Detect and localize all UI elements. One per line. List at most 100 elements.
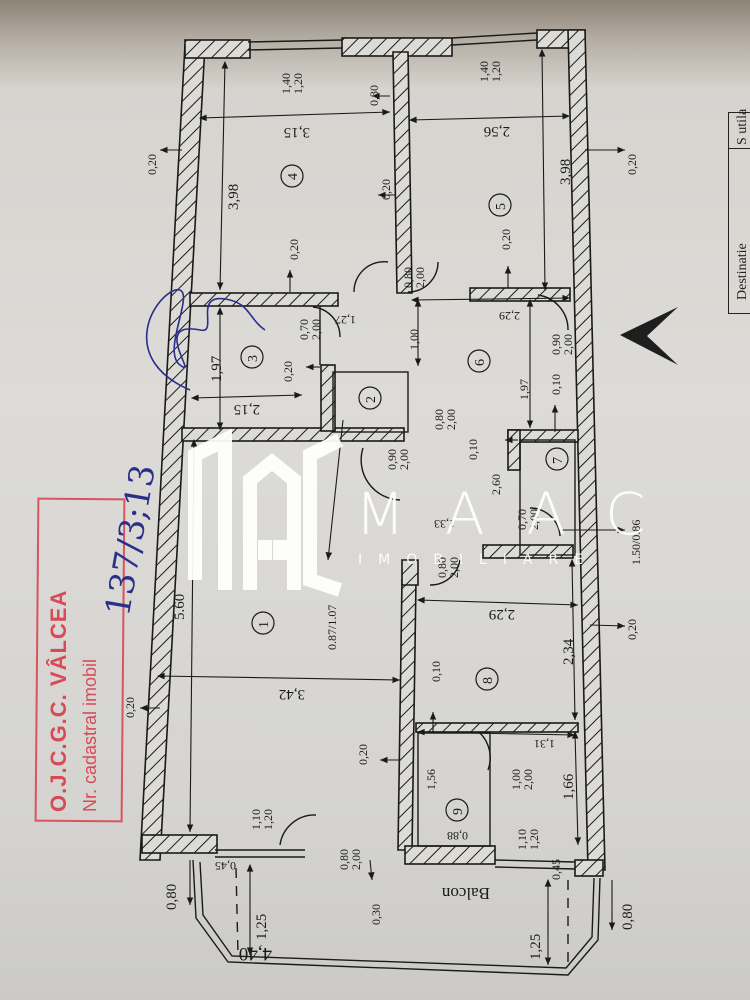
balcony-length: 4,40 <box>239 943 272 964</box>
wall-outer-right <box>567 29 606 871</box>
room2-door-h: 2,00 <box>444 409 458 430</box>
room4-width: 3,15 <box>284 124 310 140</box>
room8-wall-dim: 0,10 <box>429 661 443 682</box>
room4-window-w: 1,40 <box>279 73 293 94</box>
room5-window-w: 1,40 <box>477 61 491 82</box>
balcony-wall-dim: 0,30 <box>369 904 383 925</box>
balcony-label: Balcon <box>441 884 490 903</box>
room1-window-h: 1,20 <box>261 809 275 830</box>
room5-bottom-dim: 0,20 <box>499 229 513 250</box>
right-wall-mid-dim: 1.50/0.86 <box>629 520 643 565</box>
room9-number: 9 <box>451 808 466 815</box>
right-wall-top-dim: 0,20 <box>625 154 639 175</box>
room5-number: 5 <box>494 203 509 210</box>
table-header-area: S utila <box>735 108 750 145</box>
room3-length: 1,97 <box>209 355 225 382</box>
room6-width: 2,29 <box>499 309 520 323</box>
wall-bottom-right <box>574 859 604 877</box>
room5-width: 2,56 <box>483 123 510 139</box>
room8-width: 2,29 <box>489 606 515 622</box>
hall-dim-5: 0,10 <box>549 374 563 395</box>
room8-window-h: 1,20 <box>527 829 541 850</box>
stamp-office-name: O.J.C.G.C. VÂLCEA <box>46 589 71 812</box>
room2-number: 2 <box>364 396 379 403</box>
room6-number: 6 <box>473 359 488 366</box>
room3-width: 2,15 <box>234 401 260 417</box>
room4-door-w: 0,80 <box>401 267 415 288</box>
north-arrow-icon <box>620 307 678 365</box>
room1-window-w: 1,10 <box>249 809 263 830</box>
wall-room8-top <box>401 559 419 586</box>
wall-below-room3 <box>181 427 405 442</box>
room8-door-h: 2,00 <box>447 557 461 578</box>
wall-top-room4 <box>184 39 251 59</box>
room8-length: 2,34 <box>561 638 577 665</box>
room9-side-dim: 1,66 <box>561 773 577 800</box>
room8-door-w: 0,80 <box>435 557 449 578</box>
room5-window-h: 1,20 <box>489 61 503 82</box>
room1-wall-dim: 0,20 <box>356 744 370 765</box>
room4-window-h: 1,20 <box>291 73 305 94</box>
room1-diag-dim: 0.87/1.07 <box>325 605 339 650</box>
room7-door-h: 2,00 <box>527 509 541 530</box>
right-wall-bottom-dim: 0,20 <box>625 619 639 640</box>
room4-length: 3,98 <box>226 184 242 210</box>
hall-dim-1: 1,27 <box>335 313 356 327</box>
inner-wall-dim: 0,20 <box>379 179 393 200</box>
room1-width: 3,42 <box>279 686 305 702</box>
room1-outer-wall-dim: 0,20 <box>123 697 137 718</box>
balcony-depth-right: 1,25 <box>528 934 544 960</box>
outer-wall-dim: 0,20 <box>145 154 159 175</box>
entrance-door-w: 0,90 <box>549 334 563 355</box>
dimension-lines <box>140 48 626 965</box>
area-table-edge <box>728 112 750 314</box>
room7-door-w: 0,70 <box>515 509 529 530</box>
balcony-rail-right: 0,80 <box>620 904 636 930</box>
hall-dim-4: 2,60 <box>489 474 503 495</box>
hall-dim-6: 0,10 <box>466 439 480 460</box>
wall-room7-left <box>507 429 521 471</box>
wall-room2-left <box>320 364 336 432</box>
wall-room9-top <box>415 722 579 733</box>
room1-door-w: 0,90 <box>385 449 399 470</box>
room4-bottom-dim: 0,20 <box>287 239 301 260</box>
balcony-offset-right: 0,45 <box>549 859 563 880</box>
balcony-door-w: 0,80 <box>337 849 351 870</box>
balcony-depth-left: 1,25 <box>254 914 270 940</box>
wall-room1-room8 <box>397 579 417 851</box>
room4-door-h: 2,00 <box>413 267 427 288</box>
room3-door-h: 2,00 <box>309 319 323 340</box>
wall-bottom-mid <box>404 845 496 865</box>
wall-room4-room5 <box>392 51 413 294</box>
room3-door-w: 0,70 <box>297 319 311 340</box>
watermark-letters: MAAC <box>355 480 686 548</box>
room8-number: 8 <box>481 677 496 684</box>
table-header-destination: Destinatie <box>735 243 750 300</box>
room4-number: 4 <box>286 173 301 180</box>
balcony-rail-left: 0,80 <box>164 884 180 910</box>
room4-wall-dim: 0,30 <box>367 85 381 106</box>
dimension-labels: 3,98 3,15 4 2,56 3,98 5 1,40 1,20 1,40 1… <box>123 61 643 964</box>
stamp-cadastral-label: Nr. cadastral imobil <box>80 658 100 812</box>
wall-below-room4 <box>189 292 339 307</box>
room7-number: 7 <box>551 457 566 464</box>
room5-length: 3,98 <box>558 159 574 185</box>
hall-dim-2: 1,00 <box>407 329 421 350</box>
wall-bottom-left <box>141 834 218 854</box>
room3-number: 3 <box>246 355 261 362</box>
room3-wall-dim: 0,20 <box>281 361 295 382</box>
room8-window-w: 1,10 <box>515 829 529 850</box>
room6-length: 1,97 <box>517 379 531 400</box>
room9-door-w: 1,00 <box>509 769 523 790</box>
hall-dim-3: 1,33 <box>434 517 455 531</box>
entrance-door-h: 2,00 <box>561 334 575 355</box>
balcony-door-h: 2,00 <box>349 849 363 870</box>
corridor-dim: 1,31 <box>534 737 555 751</box>
room9-width: 0,88 <box>447 829 468 843</box>
room1-number: 1 <box>257 621 272 628</box>
balcony-offset-left: 0,45 <box>215 859 236 873</box>
room1-length: 5.60 <box>172 594 188 620</box>
room9-length: 1,56 <box>424 769 438 790</box>
